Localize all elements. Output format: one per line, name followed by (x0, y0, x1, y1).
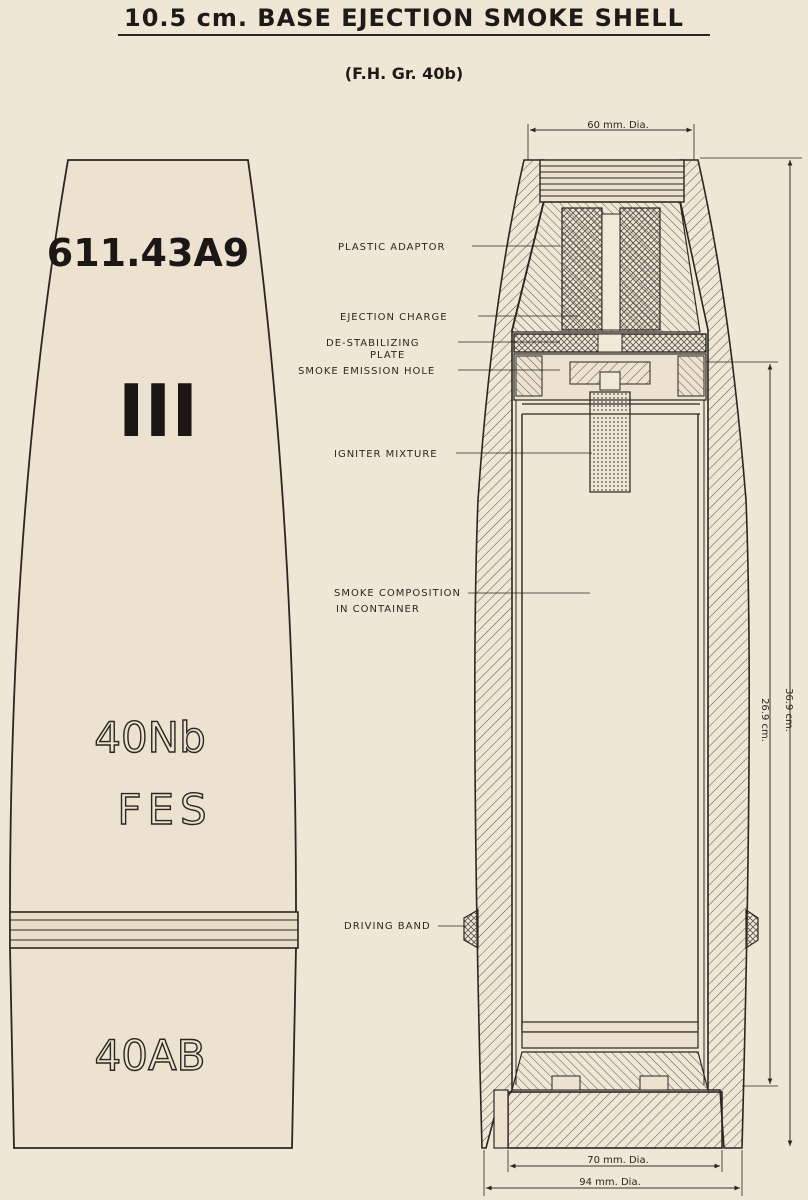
exterior-driving-band (9, 911, 299, 949)
drawing-title: 10.5 cm. BASE EJECTION SMOKE SHELL (124, 4, 684, 32)
svg-text:26.9 cm.: 26.9 cm. (759, 698, 770, 742)
nose-thread (539, 159, 685, 203)
shell-base (493, 1051, 723, 1149)
dimension-base-inner-diameter: 70 mm. Dia. (507, 1150, 723, 1172)
svg-text:DE-STABILIZING: DE-STABILIZING (326, 338, 420, 349)
marking-fes: FES (117, 785, 212, 834)
svg-text:EJECTION CHARGE: EJECTION CHARGE (340, 312, 448, 323)
igniter-mixture (589, 391, 631, 493)
label-smoke-emission-hole: SMOKE EMISSION HOLE (298, 366, 560, 377)
dimension-overall-length: 36.9 cm. (700, 157, 802, 1146)
svg-text:IGNITER MIXTURE: IGNITER MIXTURE (334, 449, 438, 460)
svg-text:SMOKE COMPOSITION: SMOKE COMPOSITION (334, 588, 461, 599)
svg-text:60 mm. Dia.: 60 mm. Dia. (587, 120, 649, 131)
de-stabilizing-plate (513, 333, 707, 353)
label-smoke-composition: SMOKE COMPOSITION IN CONTAINER (334, 588, 590, 615)
svg-text:94 mm. Dia.: 94 mm. Dia. (579, 1177, 641, 1188)
dimension-inner-length: 26.9 cm. (706, 361, 778, 1087)
svg-text:DRIVING BAND: DRIVING BAND (344, 921, 431, 932)
marking-bars: III (118, 369, 198, 453)
ejection-charge (561, 207, 661, 331)
label-igniter-mixture: IGNITER MIXTURE (334, 449, 592, 460)
label-ejection-charge: EJECTION CHARGE (340, 312, 580, 323)
title-underline (118, 34, 710, 36)
marking-40nb: 40Nb (94, 713, 206, 762)
label-de-stabilizing-plate: DE-STABILIZING PLATE (326, 338, 560, 361)
drawing-subtitle: (F.H. Gr. 40b) (344, 64, 464, 83)
exterior-shell-view: 611.43A9 III 40Nb FES 40AB (9, 159, 299, 1149)
label-plastic-adaptor: PLASTIC ADAPTOR (338, 242, 560, 253)
label-driving-band: DRIVING BAND (344, 921, 466, 932)
exterior-shell-outline (9, 159, 297, 1149)
dimension-base-outer-diameter: 94 mm. Dia. (483, 1150, 743, 1196)
svg-text:SMOKE EMISSION HOLE: SMOKE EMISSION HOLE (298, 366, 435, 377)
shell-wall-right (679, 159, 750, 1149)
svg-text:PLASTIC ADAPTOR: PLASTIC ADAPTOR (338, 242, 445, 253)
sectional-shell-view (463, 159, 759, 1149)
marking-40ab: 40AB (95, 1031, 206, 1080)
svg-text:70 mm. Dia.: 70 mm. Dia. (587, 1155, 649, 1166)
svg-text:36.9 cm.: 36.9 cm. (783, 688, 794, 732)
svg-text:PLATE: PLATE (370, 350, 405, 361)
smoke-container (515, 400, 705, 1085)
svg-text:IN CONTAINER: IN CONTAINER (336, 604, 420, 615)
shell-wall-left (474, 159, 545, 1149)
dimension-nose-diameter: 60 mm. Dia. (527, 120, 695, 160)
marking-top: 611.43A9 (47, 231, 250, 275)
driving-band (463, 908, 759, 950)
